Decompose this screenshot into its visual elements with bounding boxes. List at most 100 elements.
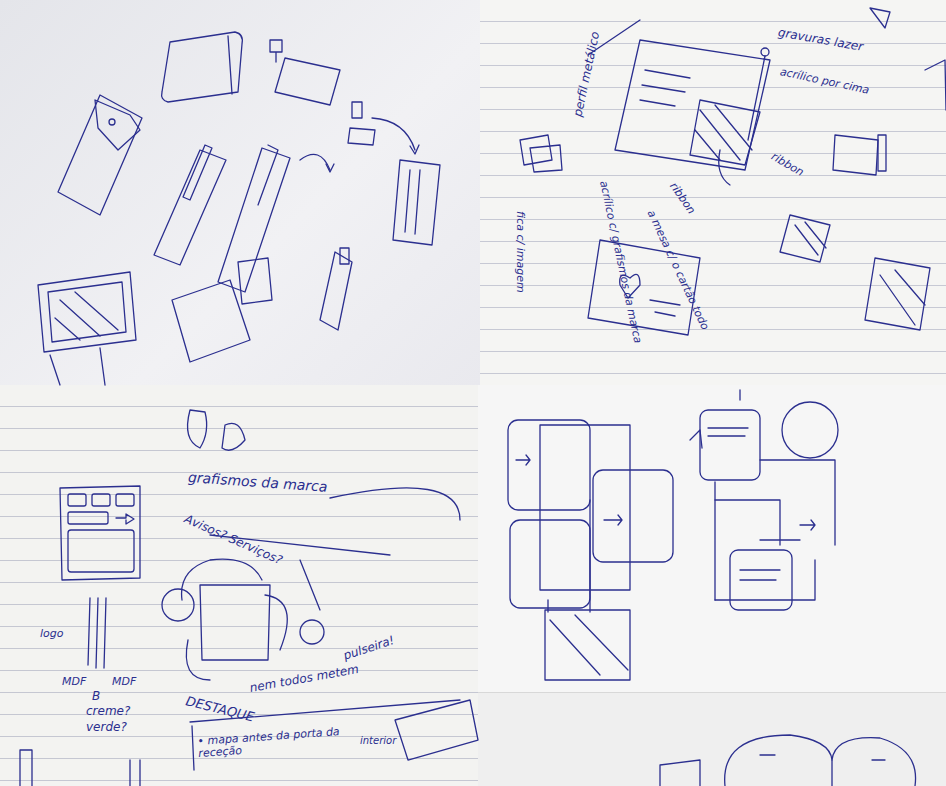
handwritten-note: B [92, 690, 100, 703]
pen-stroke [761, 48, 769, 56]
pen-stroke [186, 640, 210, 680]
pen-stroke [20, 750, 32, 786]
pen-stroke [162, 589, 194, 621]
pen-stroke [715, 500, 815, 600]
pen-stroke [593, 470, 673, 562]
pen-stroke [800, 520, 815, 530]
pen-stroke [326, 164, 334, 172]
pen-stroke [238, 258, 272, 304]
handwritten-note: interior [360, 735, 396, 746]
pen-stroke [604, 515, 622, 525]
pen-stroke [275, 58, 340, 105]
pen-stroke [68, 512, 108, 524]
pen-stroke [58, 95, 142, 215]
pen-stroke [520, 135, 562, 172]
pen-stroke [395, 700, 478, 760]
pen-stroke [154, 150, 226, 265]
sketches-panel-1 [38, 32, 440, 385]
pen-stroke [340, 248, 349, 264]
pen-stroke [410, 145, 419, 154]
pen-stroke [925, 60, 946, 110]
pen-stroke [715, 460, 835, 600]
pen-stroke [690, 430, 702, 448]
pen-stroke [540, 425, 630, 590]
handwritten-note: logo [40, 628, 64, 640]
pen-stroke [48, 282, 126, 342]
pen-stroke [109, 119, 115, 125]
pen-stroke [695, 105, 752, 160]
pen-stroke [548, 500, 590, 612]
handwritten-note: creme? [86, 705, 130, 718]
pen-stroke [258, 145, 278, 205]
pen-stroke [116, 494, 134, 506]
pen-stroke [719, 150, 730, 185]
pen-stroke [172, 280, 250, 362]
pen-stroke [510, 520, 590, 608]
handwritten-note: fica c/ imagem [514, 211, 526, 293]
pen-stroke [50, 348, 105, 385]
pen-stroke [68, 494, 86, 506]
pen-stroke [130, 760, 140, 786]
pen-stroke [95, 100, 140, 150]
pen-stroke [660, 760, 700, 786]
pen-stroke [708, 428, 748, 436]
lined-paper-photo [480, 0, 946, 385]
pen-stroke [348, 128, 375, 145]
pen-stroke [739, 390, 740, 400]
pen-stroke [393, 160, 440, 245]
pen-stroke [650, 300, 680, 316]
pen-stroke [760, 755, 885, 760]
handwritten-note: MDF [62, 676, 86, 688]
pen-stroke [38, 272, 136, 352]
pen-stroke [615, 40, 770, 170]
pen-stroke [88, 598, 106, 668]
pen-stroke [550, 615, 628, 675]
pen-stroke [68, 530, 134, 572]
pen-stroke [300, 154, 330, 170]
pen-stroke [405, 170, 420, 234]
sketches-panel-4 [508, 390, 916, 786]
sketches-panel-3 [20, 410, 478, 786]
pen-stroke [300, 620, 324, 644]
pen-stroke [545, 610, 630, 680]
pen-stroke [640, 70, 690, 106]
pen-stroke [780, 215, 830, 262]
pen-stroke [182, 559, 262, 600]
pen-stroke [188, 410, 207, 448]
pen-stroke [270, 40, 282, 62]
pen-stroke [833, 135, 878, 175]
pen-stroke [880, 270, 925, 325]
pen-stroke [878, 135, 886, 171]
pen-stroke [516, 455, 530, 465]
pen-stroke [730, 550, 792, 610]
pen-stroke [740, 570, 780, 580]
pen-stroke [218, 148, 290, 292]
sketches-panel-2 [520, 8, 946, 335]
pen-stroke [265, 595, 287, 650]
paper-strip [478, 692, 946, 786]
handwritten-note: verde? [86, 721, 127, 734]
pen-stroke [60, 486, 140, 580]
pen-stroke [92, 494, 110, 506]
pen-stroke [508, 420, 590, 510]
pen-stroke [222, 423, 245, 450]
pen-stroke [55, 292, 118, 340]
pen-stroke [782, 402, 838, 458]
pen-stroke [116, 514, 134, 524]
pen-stroke [748, 56, 765, 140]
pen-stroke [162, 32, 243, 102]
pen-stroke [700, 410, 760, 480]
pen-stroke [352, 102, 362, 118]
pen-stroke [372, 118, 415, 150]
pen-stroke [870, 8, 890, 28]
pen-stroke [300, 560, 320, 610]
pen-stroke [725, 735, 916, 786]
pen-stroke [200, 585, 270, 660]
pen-stroke [228, 36, 232, 94]
pen-stroke [865, 258, 930, 330]
pen-stroke [831, 760, 832, 786]
pen-stroke [795, 222, 826, 255]
handwritten-note: MDF [112, 676, 136, 688]
pen-stroke [183, 145, 212, 200]
